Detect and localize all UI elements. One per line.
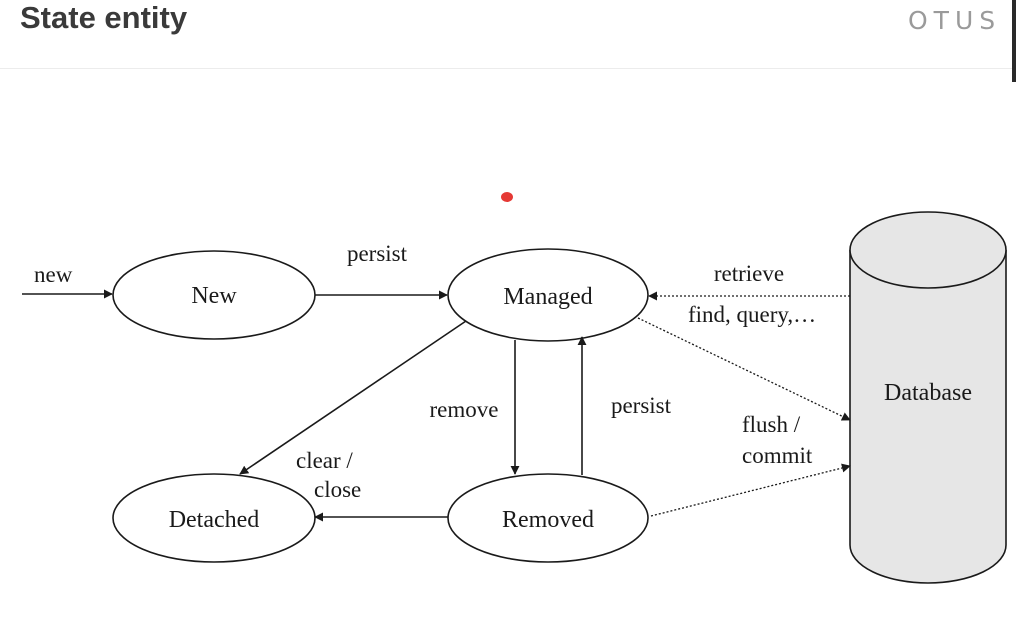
page-title: State entity xyxy=(20,0,188,35)
edge-initial-label: new xyxy=(34,262,73,287)
edge-commit-label: commit xyxy=(742,443,813,468)
node-new-label: New xyxy=(191,283,237,309)
database-cylinder xyxy=(849,211,1007,584)
brand-logo: OTUS xyxy=(908,6,1002,35)
edge-removed-commit xyxy=(650,463,851,517)
edge-flush-label: flush / xyxy=(742,412,801,437)
edge-clear-label: clear / xyxy=(296,448,353,473)
node-managed-label: Managed xyxy=(503,284,592,310)
edge-managed-flush xyxy=(637,317,851,421)
node-removed-label: Removed xyxy=(502,507,594,533)
edge-managed-to-detached xyxy=(239,320,467,475)
edge-retrieve-label: retrieve xyxy=(714,261,784,286)
pointer-dot xyxy=(501,192,513,202)
node-database-label: Database xyxy=(884,380,972,406)
edge-close-label: close xyxy=(314,477,361,502)
window-edge xyxy=(1012,0,1016,82)
edge-find-query-label: find, query,… xyxy=(688,302,816,327)
edge-persist-back-label: persist xyxy=(611,393,672,418)
edge-persist-label: persist xyxy=(347,241,408,266)
node-managed xyxy=(447,248,649,342)
node-removed xyxy=(447,473,649,563)
page-header: State entity OTUS xyxy=(0,0,1016,69)
edge-remove-label: remove xyxy=(430,397,499,422)
node-detached-label: Detached xyxy=(169,507,260,533)
